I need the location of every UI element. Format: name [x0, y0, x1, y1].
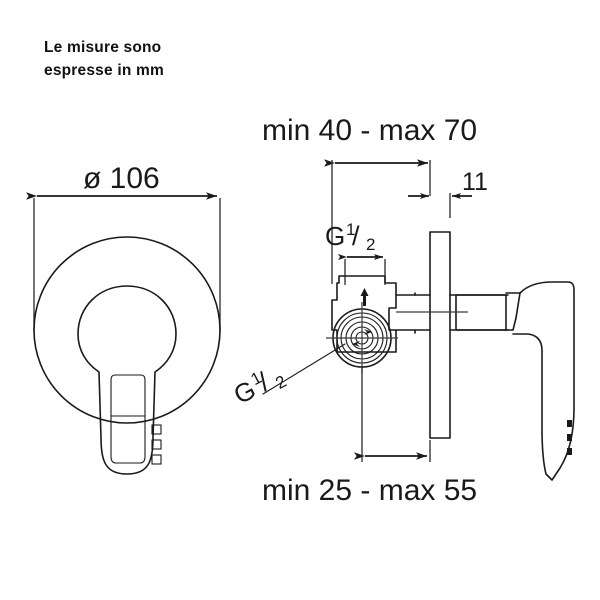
threaded-inlet-connector: [326, 302, 398, 374]
thread-top-dimension: [338, 254, 386, 285]
thread-den-inlet: 2: [272, 372, 289, 393]
handle-grip-mark-3: [567, 448, 572, 455]
thread-inlet-leader-line: [262, 343, 346, 395]
handle-inner-slot: [110, 374, 146, 464]
handle-indicator-square-2: [151, 439, 162, 450]
thread-slash-top: /: [352, 221, 360, 251]
thread-den-top: 2: [366, 235, 375, 254]
valve-body-housing: [331, 275, 397, 353]
handle-indicator-square-1: [151, 424, 162, 435]
handle-neck-profile: [505, 292, 521, 331]
units-note-line1: Le misure sono: [44, 39, 161, 56]
plate-diameter-label: ø 106: [83, 162, 160, 195]
depth-range-bottom-dimension: [354, 366, 431, 462]
plate-thickness-label: 11: [462, 168, 488, 196]
depth-range-top-label: min 40 - max 70: [262, 114, 477, 147]
front-view-group: ø 106: [26, 162, 221, 475]
handle-grip-mark-2: [567, 434, 572, 441]
handle-lever-profile: [512, 281, 575, 481]
depth-range-bottom-label: min 25 - max 55: [262, 474, 477, 507]
wall-mounting-plate: [429, 231, 451, 439]
plate-diameter-dimension: [26, 192, 221, 332]
units-note: Le misure sono espresse in mm: [44, 39, 164, 79]
plate-thickness-dimension: [408, 193, 472, 218]
flow-direction-up-arrow-icon: [360, 288, 369, 306]
inlet-arrow-right: [364, 329, 372, 335]
thread-label-inlet: G 1 / 2: [229, 367, 290, 410]
lever-handle-outline: [77, 285, 177, 475]
side-view-group: min 40 - max 70 11 G 1 / 2: [229, 114, 575, 507]
thread-letter-top: G: [325, 221, 345, 251]
escutcheon-plate-circle: [33, 236, 221, 424]
inlet-arrow-left: [352, 341, 360, 347]
handle-grip-mark-1: [567, 420, 572, 427]
thread-num-top: 1: [346, 220, 355, 239]
thread-label-top: G 1 / 2: [325, 220, 375, 254]
depth-range-top-dimension: [324, 159, 431, 284]
handle-indicator-square-3: [151, 454, 162, 465]
units-note-line2: espresse in mm: [44, 62, 164, 79]
